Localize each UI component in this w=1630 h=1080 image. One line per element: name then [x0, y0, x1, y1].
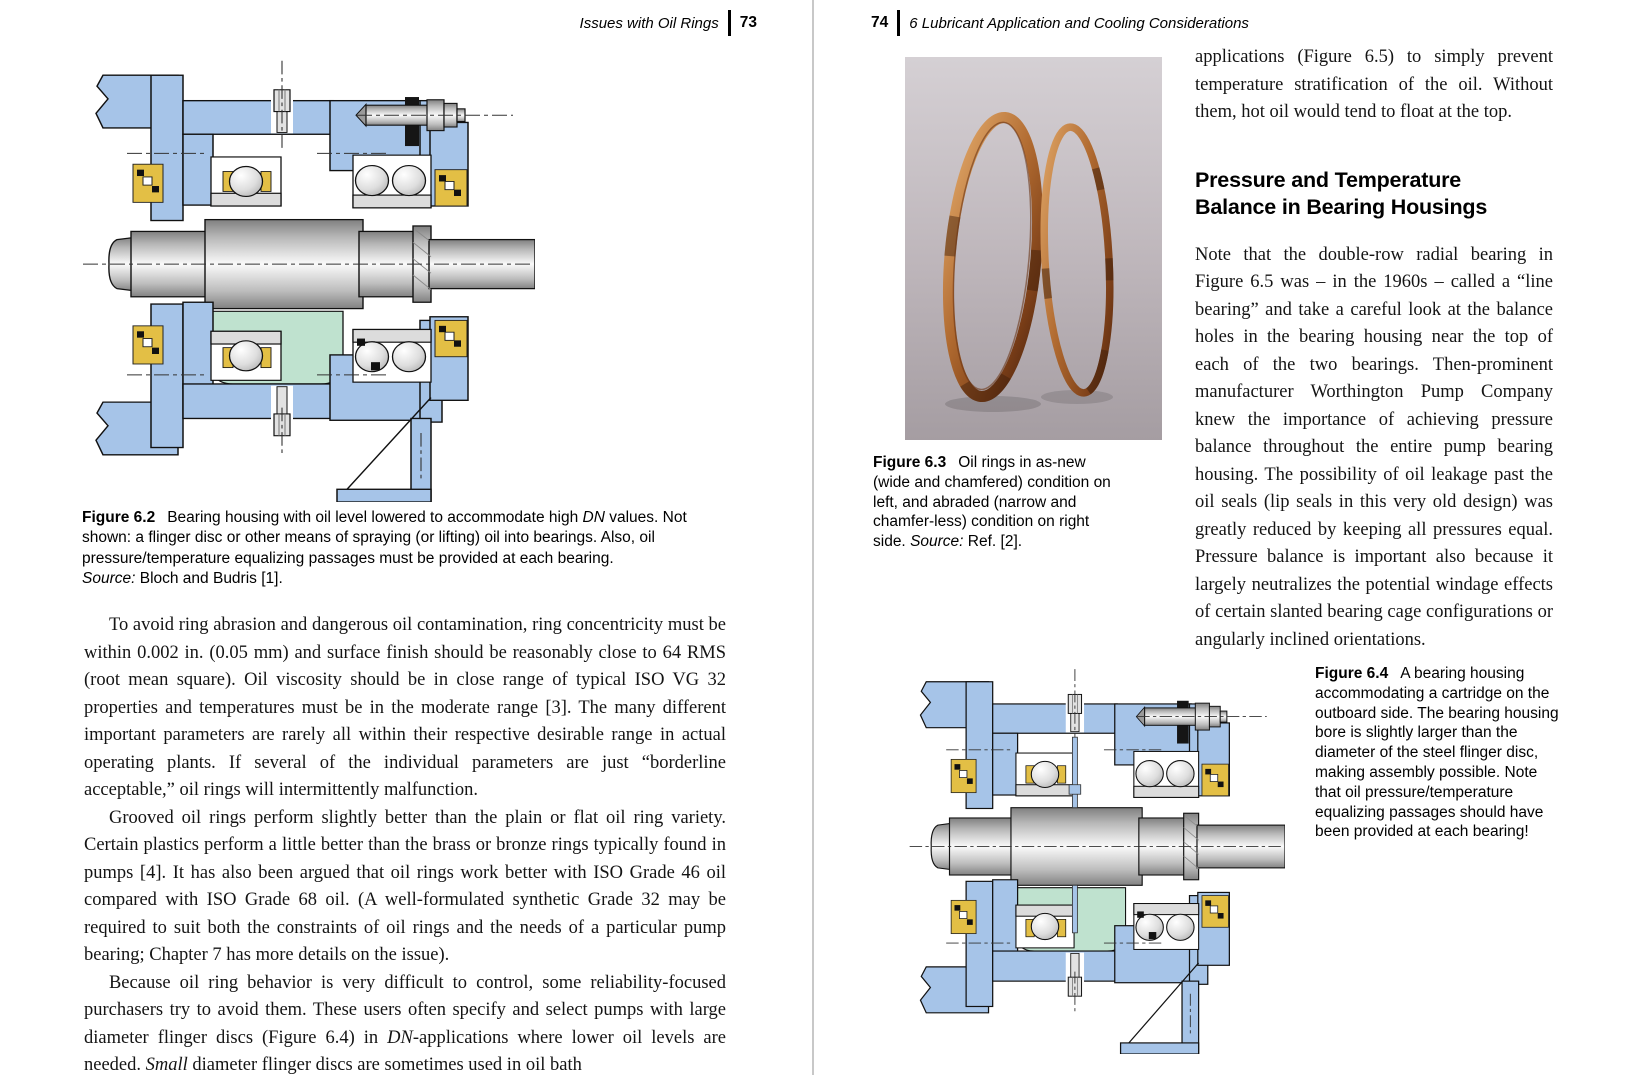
header-divider-bar: [727, 10, 731, 36]
oil-ring-right: [1040, 123, 1114, 397]
section-heading-line: Pressure and Temperature: [1195, 167, 1462, 192]
source-text: Ref. [2].: [963, 533, 1023, 551]
left-page: Issues with Oil Rings 73 Figure 6.2 Beari…: [0, 0, 813, 1075]
paragraph-text: Because oil ring behavior is very diffic…: [84, 972, 726, 1048]
page-gutter-divider: [812, 0, 814, 1075]
running-header-left: Issues with Oil Rings 73: [580, 10, 757, 36]
caption-text: A bearing housing accommodating a cartri…: [1315, 665, 1559, 841]
figure-6-4-diagram: [903, 658, 1285, 1054]
caption-italic: DN: [582, 509, 605, 526]
oil-ring-left: [942, 111, 1044, 403]
bearing-housing-drawing: [82, 59, 535, 502]
paragraph: applications (Figure 6.5) to simply prev…: [1195, 47, 1553, 122]
caption-text: values. Not shown: a flinger disc or oth…: [82, 509, 687, 567]
figure-6-2-caption: Figure 6.2 Bearing housing with oil level…: [82, 508, 722, 590]
body-text-column: To avoid ring abrasion and dangerous oil…: [84, 612, 726, 1080]
chapter-title: 6 Lubricant Application and Cooling Cons…: [909, 14, 1249, 32]
source-label: Source:: [910, 533, 964, 551]
paragraph: Grooved oil rings perform slightly bette…: [84, 807, 726, 966]
section-heading-line: Balance in Bearing Housings: [1195, 194, 1488, 219]
figure-label: Figure 6.2: [82, 509, 156, 526]
page-number: 73: [739, 14, 757, 31]
caption-text: Oil rings in as-new (wide and chamfered)…: [873, 454, 1111, 551]
paragraph-italic: DN: [387, 1027, 413, 1048]
bearing-housing-cartridge-drawing: [909, 668, 1285, 1054]
figure-6-2-diagram: [75, 48, 535, 502]
paragraph: Because oil ring behavior is very diffic…: [84, 970, 726, 1080]
paragraph: To avoid ring abrasion and dangerous oil…: [84, 615, 726, 800]
right-page: 74 6 Lubricant Application and Cooling C…: [813, 0, 1630, 1075]
source-text: Bloch and Budris [1].: [135, 570, 283, 588]
source-label: Source:: [82, 570, 136, 588]
figure-label: Figure 6.3: [873, 454, 947, 471]
running-header-title: Issues with Oil Rings: [579, 14, 719, 32]
running-header-right: 74 6 Lubricant Application and Cooling C…: [871, 10, 1249, 36]
section-heading: Pressure and Temperature Balance in Bear…: [1195, 167, 1553, 221]
figure-label: Figure 6.4: [1315, 665, 1389, 682]
intro-paragraph: applications (Figure 6.5) to simply prev…: [1195, 44, 1553, 127]
paragraph: Note that the double-row radial bearing …: [1195, 244, 1553, 650]
figure-6-3-photo: [905, 57, 1162, 440]
text-column: applications (Figure 6.5) to simply prev…: [1195, 44, 1553, 654]
section-body: Note that the double-row radial bearing …: [1195, 242, 1553, 655]
page-number: 74: [871, 14, 889, 31]
paragraph-text: diameter flinger discs are sometimes use…: [187, 1055, 582, 1075]
oil-rings-photo: [905, 57, 1162, 440]
caption-text: Bearing housing with oil level lowered t…: [167, 509, 583, 526]
header-divider-bar: [897, 10, 901, 36]
paragraph-text: -applications where lower oil levels are…: [84, 1027, 726, 1076]
flinger-rod: [1068, 736, 1082, 934]
paragraph-italic: Small: [145, 1055, 188, 1075]
